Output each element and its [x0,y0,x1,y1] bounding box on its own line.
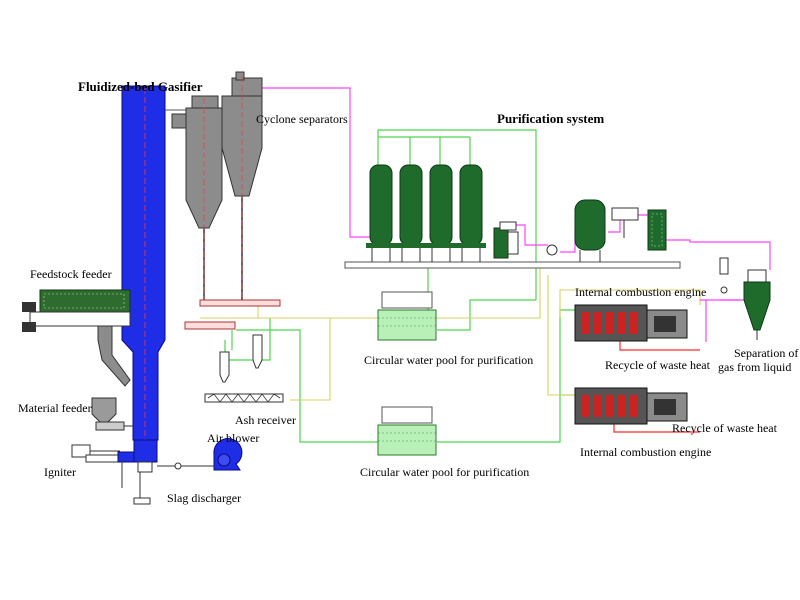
feedstock-feeder [22,289,131,387]
engine-upper-label: Internal combustion engine [575,285,706,299]
cyclone-separator-icon [221,71,263,300]
hopper-icon [91,397,117,423]
water-pool-upper [377,291,437,341]
scrubber-tower-icon [366,164,396,262]
separation-label-line1: Separation of [734,346,798,360]
magenta-gas-pipes [262,87,771,342]
engine-lower-label: Internal combustion engine [580,445,711,459]
cyclone-separators [171,71,263,300]
purification-system [344,164,681,269]
water-pool-lower [377,406,437,456]
water-pool-icon [377,309,437,341]
gasifier-vessel-icon [121,85,166,441]
green-pipes [224,129,575,443]
igniter [71,444,135,463]
material-feeder-label: Material feeder [18,401,92,415]
air-blower [121,438,243,505]
engine-lower [574,387,688,425]
cyclone-separators-label: Cyclone separators [256,112,348,126]
cyclone-separator-icon [171,95,223,300]
pool-upper-label: Circular water pool for purification [364,353,533,367]
air-blower-label: Air blower [207,431,259,445]
diagram-labels: Fluidized-bed Gasifier Cyclone separator… [18,79,798,505]
fluidized-bed-gasifier [121,85,200,473]
scrubber-tower-icon [456,164,486,262]
pool-lower-label: Circular water pool for purification [360,465,529,479]
scrubber-tower-icon [396,164,426,262]
gas-liquid-separator [719,257,771,340]
igniter-label: Igniter [44,465,76,479]
waste-heat-lower-label: Recycle of waste heat [672,421,778,435]
engine-upper [574,304,688,342]
ash-receiver-label: Ash receiver [235,413,296,427]
gasifier-title: Fluidized-bed Gasifier [78,79,203,94]
scrubber-tower-icon [426,164,456,262]
water-pool-icon [377,424,437,456]
slag-discharger-label: Slag discharger [167,491,241,505]
waste-heat-upper-label: Recycle of waste heat [605,358,711,372]
purification-system-label: Purification system [497,111,604,126]
material-feeder [91,397,133,431]
ash-system [184,299,284,403]
gas-tank-icon [574,199,606,262]
feedstock-feeder-label: Feedstock feeder [30,267,112,281]
separation-label-line2: gas from liquid [718,360,791,374]
